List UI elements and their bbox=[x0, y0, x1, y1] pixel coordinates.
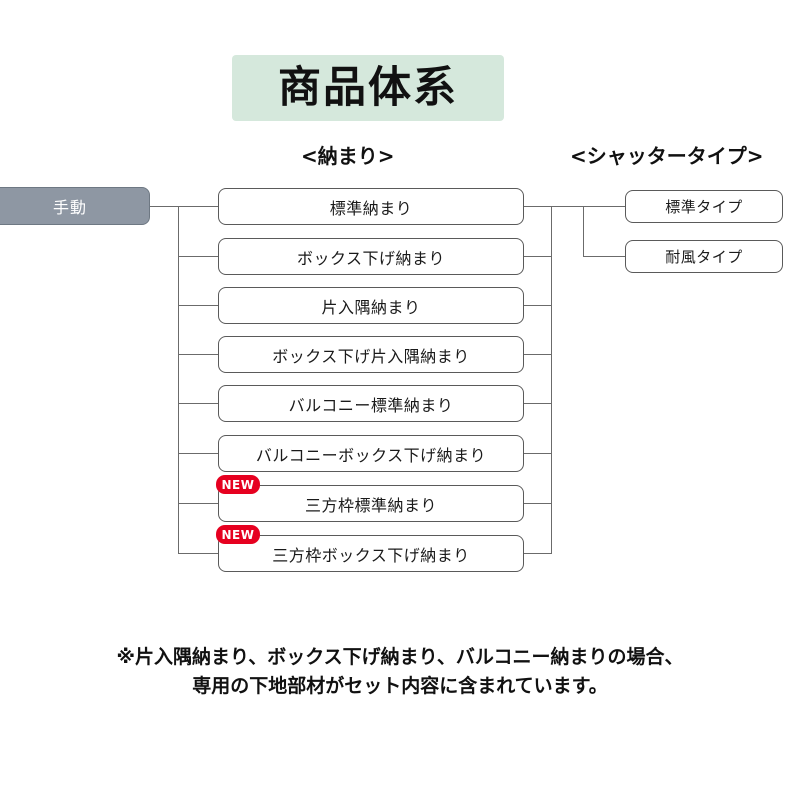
title-banner: 商品体系 bbox=[232, 55, 504, 121]
connector-branch-3 bbox=[178, 305, 219, 306]
new-badge-item-8: NEW bbox=[216, 525, 260, 544]
new-badge-label: NEW bbox=[221, 477, 255, 492]
connector-left-spine bbox=[178, 206, 179, 554]
footnote-line-2: 専用の下地部材がセット内容に含まれています。 bbox=[192, 675, 608, 698]
footnote: ※片入隅納まり、ボックス下げ納まり、バルコニー納まりの場合、 専用の下地部材がセ… bbox=[0, 643, 800, 702]
connector-shutter-spine bbox=[583, 206, 584, 256]
connector-branch-6 bbox=[178, 453, 219, 454]
connector-branch-2 bbox=[178, 256, 219, 257]
nakamari-box-6[interactable]: バルコニーボックス下げ納まり bbox=[218, 435, 524, 472]
connector-shutter-stub bbox=[551, 206, 584, 207]
nakamari-box-2[interactable]: ボックス下げ納まり bbox=[218, 238, 524, 275]
new-badge-label: NEW bbox=[221, 527, 255, 542]
connector-shutter-branch-2 bbox=[583, 256, 626, 257]
connector-right-stub-5 bbox=[523, 403, 552, 404]
shutter-type-box-1[interactable]: 標準タイプ bbox=[625, 190, 783, 223]
connector-right-stub-2 bbox=[523, 256, 552, 257]
column-header-nakamari: <納まり> bbox=[301, 144, 395, 168]
shutter-type-label-2: 耐風タイプ bbox=[665, 248, 743, 266]
nakamari-label-3: 片入隅納まり bbox=[321, 297, 421, 317]
connector-branch-5 bbox=[178, 403, 219, 404]
connector-right-stub-7 bbox=[523, 503, 552, 504]
nakamari-label-1: 標準納まり bbox=[329, 198, 413, 218]
nakamari-label-2: ボックス下げ納まり bbox=[296, 248, 446, 268]
connector-shutter-branch-1 bbox=[583, 206, 626, 207]
connector-branch-4 bbox=[178, 354, 219, 355]
nakamari-label-7: 三方枠標準納まり bbox=[304, 495, 437, 515]
connector-right-stub-3 bbox=[523, 305, 552, 306]
nakamari-label-5: バルコニー標準納まり bbox=[288, 395, 454, 415]
footnote-line-1: ※片入隅納まり、ボックス下げ納まり、バルコニー納まりの場合、 bbox=[116, 646, 684, 668]
nakamari-label-4: ボックス下げ片入隅納まり bbox=[272, 346, 470, 366]
connector-branch-1 bbox=[178, 206, 219, 207]
root-node-label: 手動 bbox=[52, 198, 87, 217]
nakamari-box-5[interactable]: バルコニー標準納まり bbox=[218, 385, 524, 422]
new-badge-item-7: NEW bbox=[216, 475, 260, 494]
connector-right-stub-8 bbox=[523, 553, 552, 554]
shutter-type-label-1: 標準タイプ bbox=[665, 198, 743, 216]
nakamari-box-1[interactable]: 標準納まり bbox=[218, 188, 524, 225]
page-title: 商品体系 bbox=[278, 62, 458, 113]
connector-branch-7 bbox=[178, 503, 219, 504]
nakamari-box-8[interactable]: 三方枠ボックス下げ納まり bbox=[218, 535, 524, 572]
connector-branch-8 bbox=[178, 553, 219, 554]
nakamari-box-7[interactable]: 三方枠標準納まり bbox=[218, 485, 524, 522]
connector-right-spine bbox=[551, 206, 552, 554]
nakamari-label-8: 三方枠ボックス下げ納まり bbox=[272, 545, 470, 565]
connector-right-stub-6 bbox=[523, 453, 552, 454]
column-header-shutter-type: <シャッタータイプ> bbox=[570, 144, 764, 168]
nakamari-box-3[interactable]: 片入隅納まり bbox=[218, 287, 524, 324]
root-node-manual[interactable]: 手動 bbox=[0, 187, 150, 225]
nakamari-label-6: バルコニーボックス下げ納まり bbox=[255, 445, 487, 465]
shutter-type-box-2[interactable]: 耐風タイプ bbox=[625, 240, 783, 273]
nakamari-box-4[interactable]: ボックス下げ片入隅納まり bbox=[218, 336, 524, 373]
connector-right-stub-1 bbox=[523, 206, 552, 207]
connector-root-stub bbox=[150, 206, 179, 207]
connector-right-stub-4 bbox=[523, 354, 552, 355]
